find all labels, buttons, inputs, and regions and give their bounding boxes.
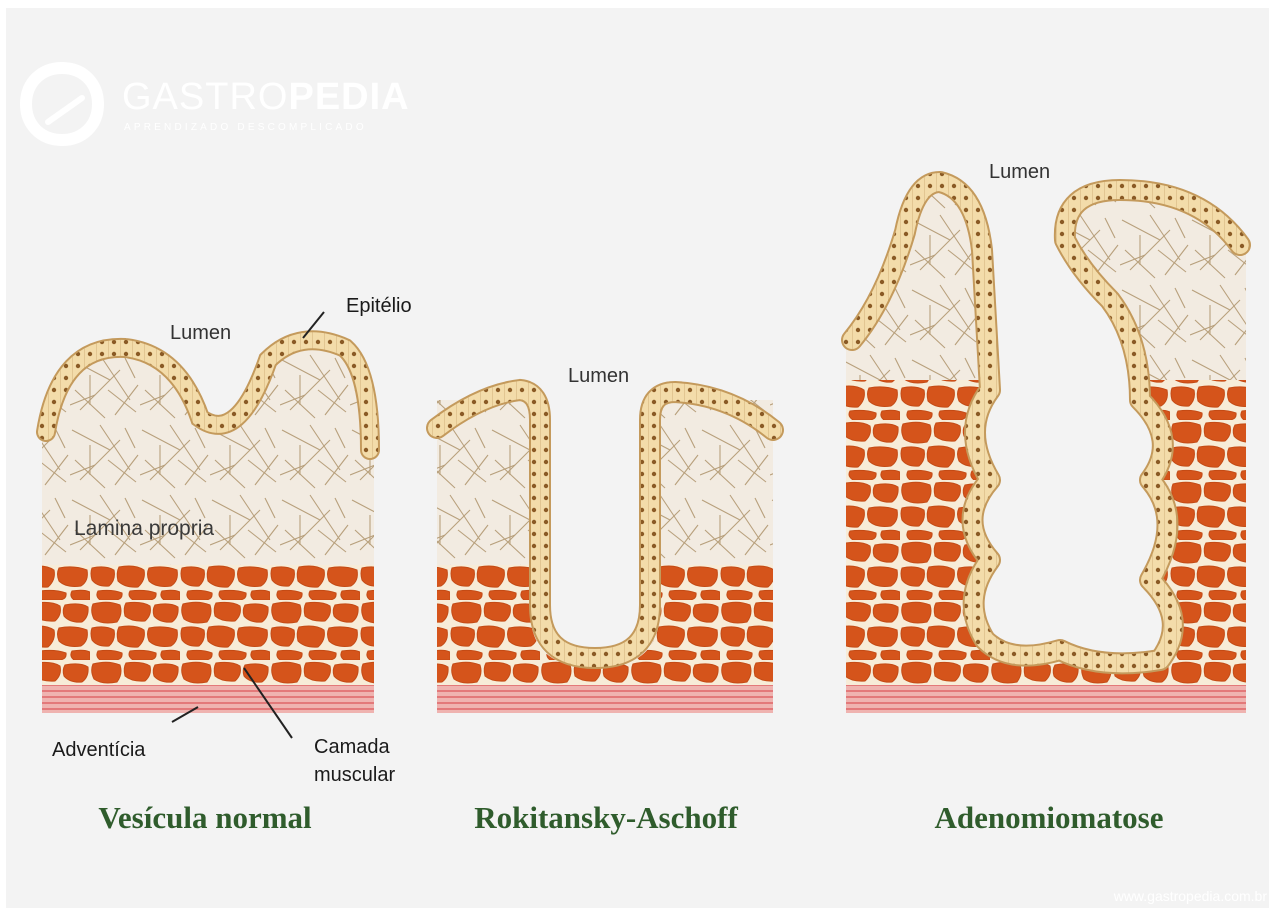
panel-rokitansky	[437, 390, 773, 713]
adventitia-rokitansky	[437, 685, 773, 713]
caption-rokitansky-aschoff: Rokitansky-Aschoff	[396, 800, 816, 836]
caption-vesicula-normal: Vesícula normal	[0, 800, 415, 836]
caption-adenomiomatose: Adenomiomatose	[839, 800, 1259, 836]
camada-muscular-label-line2: muscular	[314, 764, 395, 787]
epitelio-label: Epitélio	[346, 295, 412, 318]
lumen-label-normal: Lumen	[170, 322, 231, 345]
adventicia-label: Adventícia	[52, 739, 145, 762]
lumen-label-rokitansky: Lumen	[568, 365, 629, 388]
muscle-normal	[42, 565, 374, 685]
website-watermark: www.gastropedia.com.br	[1114, 888, 1267, 904]
adventitia-normal	[42, 685, 374, 713]
camada-muscular-label-line1: Camada	[314, 736, 390, 759]
lamina-propria-label: Lamina propria	[74, 517, 214, 541]
lumen-label-adeno: Lumen	[989, 161, 1050, 184]
adventitia-adeno	[846, 685, 1246, 713]
panel-adenomiomatose	[846, 178, 1246, 713]
